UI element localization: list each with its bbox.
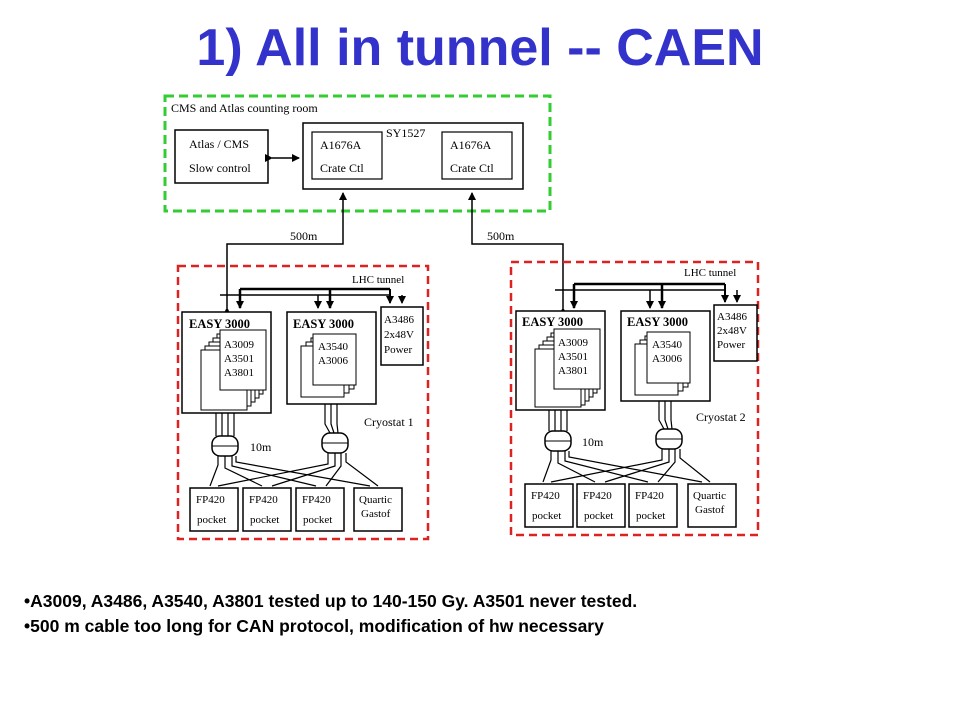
note-bullet: A3009, A3486, A3540, A3801 tested up to … <box>24 589 637 614</box>
tunnel-right-label: LHC tunnel <box>684 267 736 279</box>
easy-crate-left-1: EASY 3000 A3009 A3501 A3801 <box>181 311 272 414</box>
slow-control-line2: Slow control <box>189 161 251 175</box>
module-a3501: A3501 <box>224 353 254 365</box>
power-line2: 2x48V <box>384 329 414 341</box>
notes-list: A3009, A3486, A3540, A3801 tested up to … <box>24 589 637 639</box>
cable-500m-right <box>468 192 567 315</box>
detector-quartic-left: Quartic Gastof <box>353 487 403 532</box>
slow-control-box: Atlas / CMS Slow control <box>174 129 269 184</box>
det-line1: FP420 <box>196 494 225 506</box>
tunnel-left-label: LHC tunnel <box>352 274 404 286</box>
easy-crate-right-2: EASY 3000 A3540 A3006 <box>620 310 711 402</box>
power-line2: 2x48V <box>717 325 747 337</box>
cryostat-label: Cryostat 1 <box>364 415 414 429</box>
det-line2: pocket <box>532 510 561 522</box>
easy-crate-title: EASY 3000 <box>293 317 354 331</box>
crate-ctl-left-line1: A1676A <box>320 138 362 152</box>
module-a3501: A3501 <box>558 351 588 363</box>
det-line2: pocket <box>250 514 279 526</box>
connector-left-1 <box>209 435 371 487</box>
cryostat-label: Cryostat 2 <box>696 410 746 424</box>
tunnel-right-boundary <box>509 260 760 537</box>
power-line1: A3486 <box>717 311 747 323</box>
power-line1: A3486 <box>384 314 414 326</box>
det-line2: Gastof <box>361 508 391 520</box>
module-a3009: A3009 <box>224 339 254 351</box>
module-a3540: A3540 <box>652 339 682 351</box>
module-a3801: A3801 <box>224 367 254 379</box>
det-line1: FP420 <box>302 494 331 506</box>
cable-500m-left <box>223 192 347 315</box>
easy-crate-left-2: EASY 3000 A3540 A3006 <box>286 311 377 405</box>
det-line2: pocket <box>584 510 613 522</box>
det-line1: Quartic <box>359 494 392 506</box>
detector-fp420-right-3: FP420 pocket <box>628 483 678 528</box>
connector-right-2 <box>550 428 711 483</box>
note-bullet: 500 m cable too long for CAN protocol, m… <box>24 614 637 639</box>
mainframe-label: SY1527 <box>386 126 425 140</box>
counting-room-boundary <box>163 94 552 213</box>
det-line2: pocket <box>303 514 332 526</box>
detector-fp420-left-3: FP420 pocket <box>295 487 345 532</box>
det-line2: pocket <box>197 514 226 526</box>
module-a3801: A3801 <box>558 365 588 377</box>
det-line1: Quartic <box>693 490 726 502</box>
detector-fp420-right-1: FP420 pocket <box>524 483 574 528</box>
det-line1: FP420 <box>635 490 664 502</box>
easy-crate-title: EASY 3000 <box>627 315 688 329</box>
cable-500m-left-label: 500m <box>290 229 318 243</box>
sy1527-mainframe: SY1527 A1676A Crate Ctl A1676A Crate Ctl <box>302 122 524 190</box>
module-a3006: A3006 <box>652 353 682 365</box>
power-line3: Power <box>384 344 412 356</box>
cable-500m-right-label: 500m <box>487 229 515 243</box>
crate-ctl-right-line2: Crate Ctl <box>450 161 494 175</box>
detector-fp420-left-2: FP420 pocket <box>242 487 292 532</box>
easy-crate-title: EASY 3000 <box>522 315 583 329</box>
slow-control-line1: Atlas / CMS <box>189 137 249 151</box>
slide-title: 1) All in tunnel -- CAEN <box>196 19 764 77</box>
power-supply-right: A3486 2x48V Power <box>713 304 758 362</box>
power-line3: Power <box>717 339 745 351</box>
tunnel-right: LHC tunnel EASY 3000 A3009 A3501 A3801 E… <box>509 260 760 537</box>
crate-ctl-left-line2: Crate Ctl <box>320 161 364 175</box>
cable-10m-label: 10m <box>582 435 604 449</box>
det-line1: FP420 <box>531 490 560 502</box>
connector-right-1 <box>542 430 703 483</box>
det-line1: FP420 <box>583 490 612 502</box>
detector-fp420-left-1: FP420 pocket <box>189 487 239 532</box>
easy-crate-right-1: EASY 3000 A3009 A3501 A3801 <box>515 310 606 411</box>
connector-left-2 <box>217 432 379 487</box>
cable-10m-label: 10m <box>250 440 272 454</box>
crate-ctl-right-line1: A1676A <box>450 138 492 152</box>
module-a3540: A3540 <box>318 341 348 353</box>
det-line1: FP420 <box>249 494 278 506</box>
easy-crate-title: EASY 3000 <box>189 317 250 331</box>
power-supply-left: A3486 2x48V Power <box>380 306 424 366</box>
tunnel-left-boundary <box>176 264 430 541</box>
tunnel-left: LHC tunnel EASY 3000 A3009 A3501 A3801 E… <box>176 264 430 541</box>
module-a3009: A3009 <box>558 337 588 349</box>
det-line2: Gastof <box>695 504 725 516</box>
module-a3006: A3006 <box>318 355 348 367</box>
counting-room-label: CMS and Atlas counting room <box>171 101 318 115</box>
detector-quartic-right: Quartic Gastof <box>687 483 737 528</box>
det-line2: pocket <box>636 510 665 522</box>
detector-fp420-right-2: FP420 pocket <box>576 483 626 528</box>
